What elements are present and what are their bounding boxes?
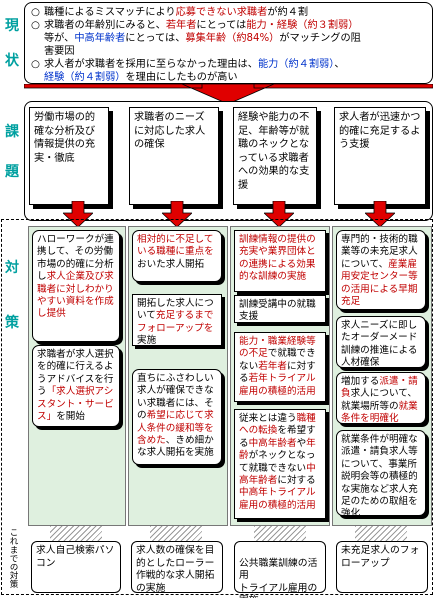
issues-label: 課 題 [5, 124, 19, 180]
measure-card-2-3: 直ちにふさわしい求人が確保できない求職者には、その希望に応じて求人条件の緩和等を… [132, 369, 222, 465]
down-arrow-icon [365, 201, 395, 227]
issue-card-4: 求人者が迅速かつ的確に充足するよう支援 [334, 107, 426, 205]
issue-card-2: 求職者のニーズに対応した求人の確保 [129, 107, 219, 205]
issue-card-1: 労働市場の的確な分析及び情報提供の充実・徹底 [29, 107, 109, 205]
status-line-3: 等が、中高年齢者にとっては、募集年齢（約84%）がマッチングの阻 [44, 33, 361, 44]
existing-card-4: 未充足求人のフォローアップ [336, 541, 428, 593]
measure-card-1-2: 求職者が求人選択を的確に行えるようアドバイスを行う「求人選択アシスタント・サービ… [32, 345, 120, 427]
status-box: ○ 職種によるミスマッチにより応募できない求職者が約４割 ○ 求職者の年齢別にみ… [24, 2, 433, 84]
status-line-1: ○ 職種によるミスマッチにより応募できない求職者が約４割 [31, 7, 309, 18]
circle-bullet-icon: ○ [31, 7, 40, 18]
big-down-arrow-icon [24, 84, 433, 104]
measure-card-3-4: 従来とは違う職種への転換を希望する中高年齢者や年齢がネックとなって就職できない中… [234, 409, 326, 519]
measures-label: 対 策 [5, 259, 19, 331]
stripe-divider [254, 526, 306, 542]
existing-card-1: 求人自己検索パソコン [31, 541, 121, 593]
down-arrow-icon [264, 201, 294, 227]
down-arrow-icon [63, 201, 93, 227]
existing-measures-label: これまでの対策 [8, 528, 18, 589]
measure-card-3-2: 訓練受講中の就職支援 [234, 295, 326, 323]
status-line-6: 経験（約４割弱）を理由にしたものが高い [44, 72, 238, 83]
down-arrow-icon [162, 201, 192, 227]
measure-card-4-1: 専門的・技術的職業等の未充足求人について、産業雇用安定センター等の活用による早期… [336, 230, 426, 310]
stripe-divider [355, 526, 407, 542]
stripe-divider [50, 526, 102, 542]
existing-card-3: 公共職業訓練の活用 トライアル雇用の実施 [234, 541, 326, 598]
status-label: 現 状 [5, 17, 19, 69]
measure-card-3-1: 訓練情報の提供の充実や業界団体との連携による効果的な訓練の実施 [234, 230, 326, 292]
measure-card-4-2: 求人ニーズに即したオーダーメード訓練の推進による人材確保 [336, 316, 426, 368]
measure-card-4-3: 増加する派遣・請負求人について、就業場所等の就業条件を明確化 [336, 372, 426, 424]
measure-card-3-3: 能力・職業経験等の不足で就職できない若年者に対する若年トライアル雇用の積極的活用 [234, 332, 326, 402]
status-line-2: ○ 求職者の年齢別にみると、若年者にとっては能力・経験（約３割弱） [31, 20, 359, 31]
status-line-4: 害要因 [44, 46, 75, 57]
existing-card-2: 求人数の確保を目的としたローラー作戦的な求人開拓の実施 [131, 541, 223, 594]
circle-bullet-icon: ○ [31, 59, 40, 70]
stripe-divider [150, 526, 202, 542]
measure-card-4-4: 就業条件が明確な派遣・請負求人等について、事業所説明会等の積極的な実施など求人充… [336, 430, 426, 519]
measure-card-2-2: 開拓した求人について充足するまでフォローアップを実施 [132, 294, 222, 346]
circle-bullet-icon: ○ [31, 20, 40, 31]
issue-card-3: 経験や能力の不足、年齢等が就職のネックとなっている求職者への効果的な支援 [233, 107, 317, 205]
measure-card-1-1: ハローワークが連携して、その労働市場の的確に分析し求人企業及び求職者に対しわかり… [32, 230, 120, 342]
status-line-5: ○ 求人者が求職者を採用に至らなかった理由は、能力（約４割弱）、 [31, 59, 345, 70]
measure-card-2-1: 相対的に不足している職種に重点をおいた求人開拓 [132, 230, 222, 282]
measures-frame [1, 219, 433, 595]
